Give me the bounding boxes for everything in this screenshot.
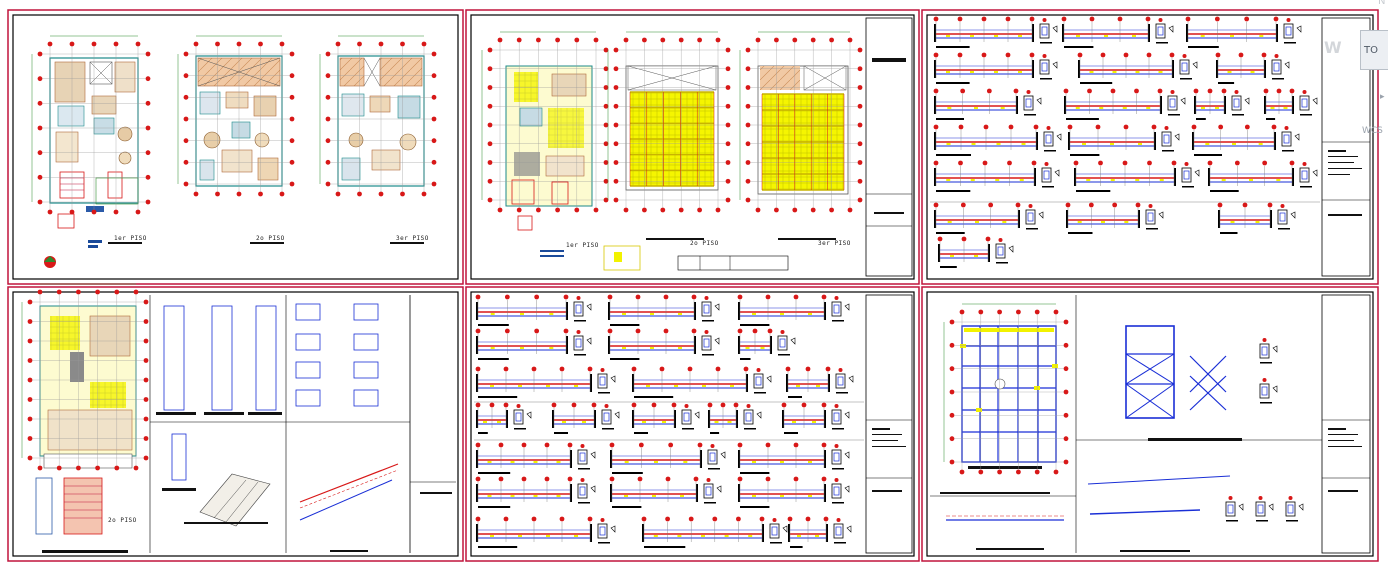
beam-detail[interactable] xyxy=(1215,52,1290,84)
grid-axis-markers xyxy=(177,35,295,197)
floor-plan-2[interactable]: 2o PISO xyxy=(195,55,285,244)
beam-detail[interactable] xyxy=(609,476,722,508)
sheet-foundation-and-stair[interactable]: 2o PISO xyxy=(21,283,456,553)
beam-detail[interactable] xyxy=(937,236,1014,268)
structure-plan-3[interactable]: 3er PISO xyxy=(757,65,851,247)
beam-detail[interactable] xyxy=(607,328,720,360)
section-detail[interactable] xyxy=(1259,338,1278,364)
grid-axis-markers xyxy=(607,31,731,213)
sheet-steel-frame[interactable] xyxy=(930,294,1371,554)
beam-detail[interactable] xyxy=(707,402,762,434)
beam-detail[interactable] xyxy=(1207,160,1318,192)
structure-plan-1[interactable]: 1er PISO xyxy=(505,65,599,257)
section-detail[interactable] xyxy=(1259,378,1278,404)
beam-detail[interactable] xyxy=(1061,16,1174,48)
beam-detail[interactable] xyxy=(1063,88,1186,120)
structure-plan-2[interactable]: 2o PISO xyxy=(625,65,719,247)
grid-axis-markers xyxy=(31,35,151,215)
beam-detail[interactable] xyxy=(737,328,796,360)
beam-detail[interactable] xyxy=(475,294,592,326)
floor-label-2: 2o PISO xyxy=(256,235,285,242)
beam-detail[interactable] xyxy=(737,476,850,508)
beam-detail[interactable] xyxy=(1067,124,1180,156)
beam-detail[interactable] xyxy=(933,88,1042,120)
sheet-architecture-plans[interactable]: 1er PISO 2o PISO xyxy=(31,35,437,268)
beam-detail[interactable] xyxy=(1185,16,1302,48)
beam-detail[interactable] xyxy=(631,402,700,434)
beam-detail[interactable] xyxy=(933,202,1044,234)
section-detail[interactable] xyxy=(1255,496,1274,522)
beam-detail[interactable] xyxy=(475,476,596,508)
beam-detail[interactable] xyxy=(475,516,616,548)
view-cube[interactable]: N W TO ▸ WCS xyxy=(1324,0,1388,150)
struct-floor-label-1: 1er PISO xyxy=(566,242,599,249)
beam-detail[interactable] xyxy=(631,366,772,398)
sheet-beam-details-1[interactable] xyxy=(930,16,1371,277)
view-cube-face-top[interactable]: TO xyxy=(1360,30,1388,70)
beam-detail[interactable] xyxy=(1077,52,1198,84)
floor-plan-1[interactable]: 1er PISO xyxy=(44,57,147,268)
section-detail[interactable] xyxy=(1285,496,1304,522)
grid-axis-markers xyxy=(319,35,437,197)
beam-detail[interactable] xyxy=(1217,202,1296,234)
beam-detail[interactable] xyxy=(475,328,592,360)
beam-detail[interactable] xyxy=(737,294,850,326)
sheet-frames xyxy=(7,9,1379,562)
beam-detail[interactable] xyxy=(475,402,532,434)
wcs-menu[interactable]: WCS xyxy=(1362,126,1383,136)
beam-detail[interactable] xyxy=(933,124,1062,156)
beam-detail[interactable] xyxy=(933,160,1060,192)
floor-label-1: 1er PISO xyxy=(114,235,147,242)
beam-detail[interactable] xyxy=(1073,160,1200,192)
beam-detail[interactable] xyxy=(641,516,788,548)
struct-floor-label-3: 3er PISO xyxy=(818,240,851,247)
compass-west-letter: W xyxy=(1324,38,1342,57)
sheet-beam-details-2[interactable] xyxy=(474,294,913,554)
section-detail[interactable] xyxy=(1225,496,1244,522)
north-letter: N xyxy=(1378,0,1386,7)
foundation-floor-label: 2o PISO xyxy=(108,517,137,524)
beam-detail[interactable] xyxy=(1193,88,1250,120)
beam-detail[interactable] xyxy=(933,52,1058,84)
beam-detail[interactable] xyxy=(785,366,854,398)
beam-detail[interactable] xyxy=(475,366,616,398)
beam-detail[interactable] xyxy=(1263,88,1318,120)
beam-detail[interactable] xyxy=(609,442,726,474)
grid-axis-markers xyxy=(21,283,149,471)
sheet-structural-plans[interactable]: 1er PISO 2o PISO 3er PISO xyxy=(481,17,913,277)
beam-detail[interactable] xyxy=(1191,124,1300,156)
beam-detail[interactable] xyxy=(607,294,720,326)
beam-detail[interactable] xyxy=(475,442,596,474)
beam-detail[interactable] xyxy=(1065,202,1164,234)
floor-label-3: 3er PISO xyxy=(396,235,429,242)
grid-axis-markers xyxy=(943,303,1069,475)
struct-floor-label-2: 2o PISO xyxy=(690,240,719,247)
floor-plan-3[interactable]: 3er PISO xyxy=(337,55,429,244)
beam-detail[interactable] xyxy=(737,442,850,474)
grid-axis-markers xyxy=(481,31,609,213)
beam-detail[interactable] xyxy=(781,402,850,434)
beam-detail[interactable] xyxy=(933,16,1058,48)
view-cube-arrow-icon[interactable]: ▸ xyxy=(1380,92,1385,102)
beam-detail[interactable] xyxy=(551,402,620,434)
beam-detail[interactable] xyxy=(787,516,852,548)
